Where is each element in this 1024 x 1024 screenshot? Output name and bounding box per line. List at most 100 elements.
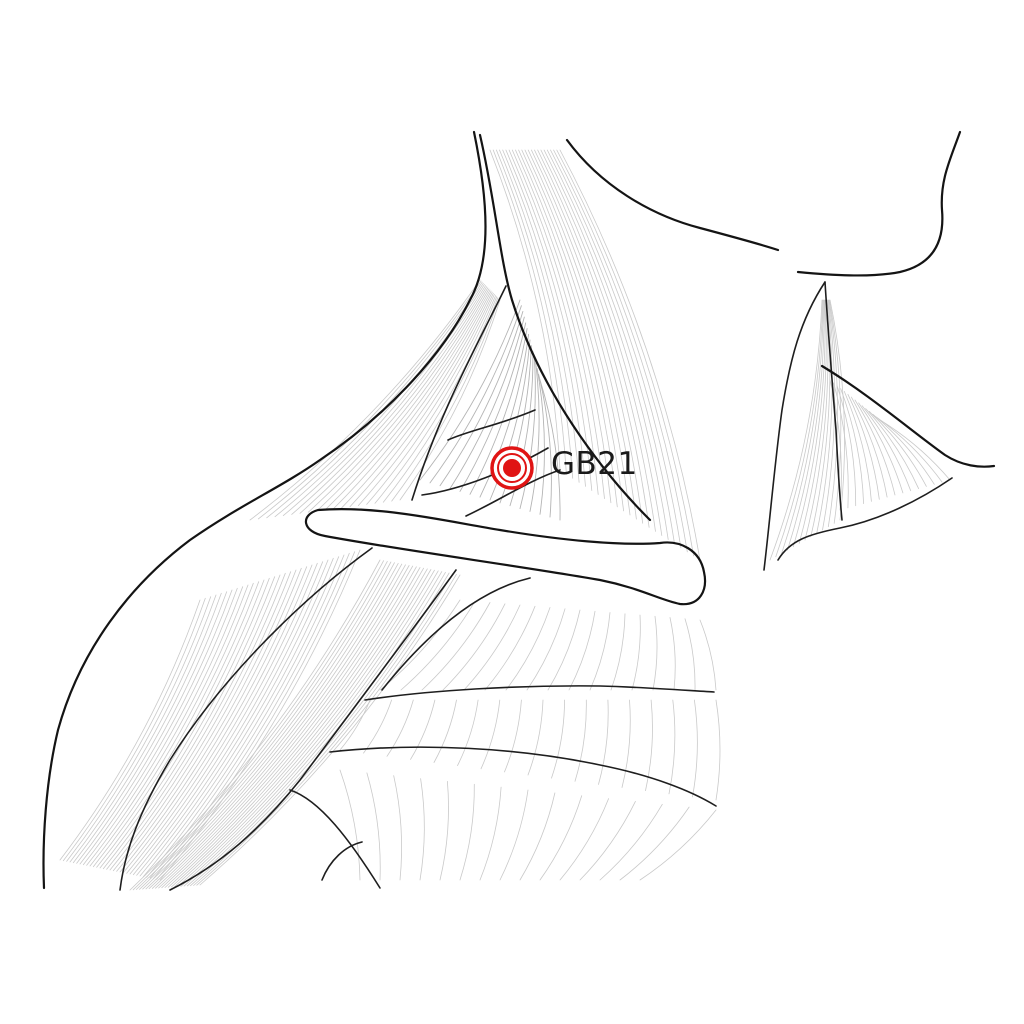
deltoid-front-fiber: [129, 559, 381, 891]
scalene-line-3: [421, 447, 549, 496]
chest-right-fiber: [868, 411, 927, 487]
deltoid-front-fiber: [174, 569, 432, 888]
trapezius-fiber: [357, 294, 495, 506]
deltoid-front-fiber: [183, 571, 443, 887]
sternocleidomastoid-fiber: [534, 149, 650, 528]
trapezius-fiber: [307, 287, 489, 513]
scalene-line-1: [411, 285, 507, 501]
deltoid-fiber: [102, 577, 270, 870]
sternocleidomastoid-fiber: [492, 149, 567, 475]
acupoint-marker[interactable]: [490, 446, 534, 490]
pectoral-lower-fiber: [527, 699, 544, 776]
deltoid-fiber: [142, 557, 334, 878]
trapezius-fiber: [374, 296, 498, 504]
trapezius-fiber: [332, 290, 492, 510]
trapezius-fiber: [316, 288, 490, 512]
neck-front-outline: [478, 133, 652, 522]
pectoral-lower-fiber: [621, 699, 631, 788]
pectoral-lower-fiber: [598, 699, 609, 785]
trapezius-fiber: [282, 284, 485, 516]
scalene-fiber: [538, 373, 552, 518]
sternocleidomastoid-fiber: [518, 149, 618, 508]
throat-fiber: [792, 299, 826, 548]
pectoral-lower-fiber: [715, 699, 721, 801]
pectoral-lower-fiber: [457, 699, 479, 766]
sternocleidomastoid-fiber: [527, 149, 637, 520]
deltoid-front-fiber: [199, 574, 461, 886]
chest-right-fiber: [843, 391, 872, 502]
chest-right-fiber: [854, 399, 896, 496]
sternocleidomastoid-fiber: [496, 149, 574, 479]
pectoral-lower-fiber: [645, 699, 653, 791]
throat-fiber: [827, 299, 838, 528]
scalene-line-4: [465, 469, 561, 517]
deltoid-fiber: [69, 594, 217, 863]
body-outlines: [42, 130, 996, 891]
deltoid-fiber: [139, 559, 329, 877]
chin-outline: [796, 130, 962, 277]
deltoid-fiber: [152, 552, 350, 880]
chest-right-fiber: [851, 396, 888, 498]
scalene-fiber: [429, 305, 522, 484]
pectoral-lower-fiber: [480, 699, 501, 770]
scalene-fiber: [469, 328, 528, 495]
scalene-fiber: [539, 379, 561, 521]
throat-fiber: [816, 299, 833, 534]
deltoid-fiber: [122, 567, 302, 874]
pectoral-upper-fiber: [652, 615, 658, 691]
sternocleidomastoid-fiber: [531, 149, 644, 524]
sternocleidomastoid-fiber: [511, 149, 605, 499]
pectoral-upper-fiber: [484, 605, 536, 691]
deltoid-front-fiber: [145, 563, 399, 890]
pectoral-upper-fiber: [505, 607, 551, 691]
acupoint-label: GB21: [551, 446, 638, 482]
sternocleidomastoid-fiber: [553, 149, 688, 553]
pectoral-upper-fiber: [589, 612, 611, 691]
sternum-muscle-outline: [777, 477, 953, 561]
pectoral-lower-fiber: [668, 699, 676, 795]
deltoid-fiber: [119, 569, 297, 873]
scalene-fiber: [459, 322, 527, 492]
scalene-fiber: [449, 316, 525, 490]
pectoral-bottom-fiber: [393, 775, 402, 881]
arm-fold-line: [289, 789, 381, 889]
deltoid-fiber: [66, 596, 212, 862]
sternocleidomastoid-fiber: [556, 149, 694, 557]
deltoid-fiber: [79, 589, 233, 865]
chest-right-fiber: [833, 382, 849, 509]
sternocleidomastoid-fiber: [489, 149, 561, 471]
scalene-fiber: [536, 368, 545, 515]
chest-right-fiber: [858, 402, 904, 494]
pectoral-bottom-fiber: [519, 792, 556, 881]
sternocleidomastoid-fiber: [559, 149, 701, 561]
pectoral-bottom-fiber: [579, 801, 636, 881]
sternocleidomastoid-fiber: [546, 149, 675, 544]
deltoid-fiber: [149, 554, 345, 879]
sternocleidomastoid-fiber: [543, 149, 669, 540]
trapezius-fiber: [399, 299, 501, 501]
deltoid-front-fiber: [171, 568, 428, 888]
trapezius-outline: [42, 130, 487, 890]
deltoid-fiber: [62, 597, 206, 862]
deltoid-upper-line: [119, 547, 373, 891]
pectoral-bottom-fiber: [599, 803, 663, 881]
pectoral-upper-fiber: [442, 603, 506, 691]
deltoid-front-fiber: [139, 561, 392, 890]
sternocleidomastoid-fiber: [515, 149, 612, 504]
throat-fiber: [787, 299, 825, 551]
deltoid-front-fiber: [177, 569, 435, 887]
chest-right-fiber: [861, 405, 912, 492]
pectoral-bottom-fiber: [439, 781, 449, 881]
scalene-fiber: [439, 310, 524, 487]
pectoral-bottom-fiber: [339, 769, 361, 881]
deltoid-front-fiber: [158, 565, 414, 889]
sternocleidomastoid-fiber: [499, 149, 580, 483]
deltoid-mid-line: [169, 569, 457, 891]
pectoral-bottom-fiber: [419, 778, 425, 881]
deltoid-front-fiber: [193, 573, 454, 886]
chest-right-fiber: [879, 419, 951, 481]
pectoral-upper-fiber: [610, 613, 626, 691]
pectoral-bottom-fiber: [499, 789, 529, 881]
deltoid-fiber: [89, 584, 249, 867]
